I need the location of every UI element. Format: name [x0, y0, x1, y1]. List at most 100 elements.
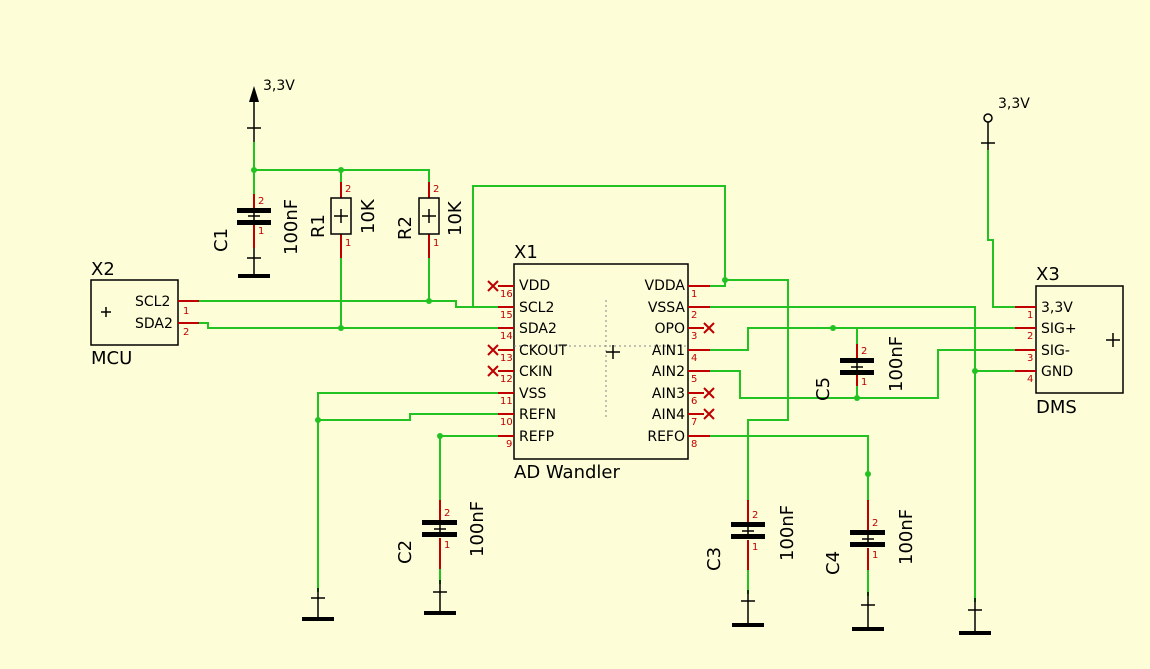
wire-refn: [318, 413, 498, 421]
pin-number: 7: [691, 417, 697, 428]
c2-value: 100nF: [467, 501, 488, 557]
pin-number: 2: [1027, 331, 1033, 342]
no-connect-icon: [703, 387, 715, 399]
vcc-right-symbol: 3,3V: [981, 96, 1030, 150]
wire-refo: [710, 435, 869, 500]
ic-x1-ad-wandler: X1 AD Wandler VDD SCL2 SDA2 CKOUT CKIN V…: [487, 242, 715, 483]
junction-dot: [854, 395, 860, 401]
junction-dot: [338, 325, 344, 331]
no-connect-icon: [487, 365, 499, 377]
x3-pin-label: GND: [1041, 364, 1073, 380]
x1-pin-label-ain3: AIN3: [652, 386, 685, 402]
x2-value: MCU: [91, 348, 132, 369]
c3-value: 100nF: [777, 505, 798, 561]
x1-pin-label-refn: REFN: [519, 407, 556, 423]
no-connect-icon: [487, 344, 499, 356]
pin-number: 14: [500, 331, 513, 342]
x3-value: DMS: [1036, 397, 1077, 418]
x1-pin-label-opo: OPO: [655, 321, 685, 337]
wire-ain2: [710, 349, 1015, 399]
c5-ref: C5: [813, 377, 834, 401]
wires: [199, 142, 1015, 602]
pin-number: 4: [1027, 374, 1033, 385]
wire-scl: [199, 300, 498, 308]
wire-top-loop: [472, 185, 726, 307]
x1-pin-label-refp: REFP: [519, 429, 554, 445]
connector-x2-mcu: X2 MCU SCL2 SDA2 1 2: [90, 259, 199, 369]
pin-number: 8: [691, 439, 697, 450]
x3-pin-label: SIG-: [1041, 343, 1070, 359]
r2-ref: R2: [395, 216, 416, 240]
pin-number: 1: [752, 542, 758, 553]
connector-x3-dms: X3 DMS 3,3V SIG+ SIG- GND 1 2 3 4: [1015, 264, 1124, 418]
x1-pin-label-ckin: CKIN: [519, 364, 553, 380]
wire-c5-top: [833, 327, 858, 344]
resistor-r2: 2 1 R2 10K: [395, 182, 466, 258]
pin-number: 2: [183, 327, 189, 338]
ground-symbols: [238, 248, 991, 635]
junctions: [251, 167, 978, 477]
junction-dot: [972, 368, 978, 374]
pin-number: 1: [258, 226, 264, 237]
x1-pin-label-ckout: CKOUT: [519, 343, 567, 359]
ground-c2: [424, 580, 456, 615]
junction-dot: [437, 433, 443, 439]
pin-number: 6: [691, 396, 697, 407]
wire-ain1: [710, 327, 1015, 351]
ground-x3: [959, 598, 991, 635]
pin-number: 1: [345, 238, 351, 249]
wire-vss: [317, 392, 498, 592]
no-connect-icon: [703, 322, 715, 334]
vcc-right-label: 3,3V: [998, 96, 1030, 112]
ground-vss: [302, 588, 334, 621]
vcc-left-symbol: 3,3V: [247, 78, 295, 142]
capacitor-c2: 2 1 C2 100nF: [395, 500, 488, 569]
capacitor-c3: 2 1 C3 100nF: [704, 500, 798, 571]
pin-number: 5: [691, 374, 697, 385]
pin-number: 9: [506, 439, 512, 450]
x3-ref: X3: [1036, 264, 1060, 285]
r2-value: 10K: [445, 200, 466, 236]
pin-number: 15: [500, 310, 513, 321]
x1-pin-label-scl2: SCL2: [519, 300, 554, 316]
pin-number: 16: [500, 289, 513, 300]
wire-vssa: [710, 306, 976, 602]
x1-pin-label-vdd: VDD: [519, 278, 550, 294]
x2-pin-label: SDA2: [135, 316, 173, 332]
wire-sda: [199, 322, 498, 329]
pin-number: 1: [691, 289, 697, 300]
ground-c3: [732, 590, 764, 627]
pin-number: 1: [444, 540, 450, 551]
junction-dot: [722, 277, 728, 283]
ground-c4: [852, 592, 884, 631]
x1-pin-label-vss: VSS: [519, 386, 546, 402]
pin-number: 1: [861, 377, 867, 388]
capacitor-c4: 2 1 C4 100nF: [823, 500, 917, 575]
pin-number: 1: [872, 550, 878, 561]
wire-refp: [439, 435, 498, 500]
pin-number: 1: [1027, 310, 1033, 321]
pin-number: 2: [433, 184, 439, 195]
junction-dot: [251, 167, 257, 173]
no-connect-icon: [703, 408, 715, 420]
c1-value: 100nF: [281, 199, 302, 255]
x1-pin-label-sda2: SDA2: [519, 321, 557, 337]
x3-pin-label: SIG+: [1041, 321, 1077, 337]
x1-value: AD Wandler: [514, 462, 620, 483]
junction-dot: [865, 471, 871, 477]
pin-number: 2: [345, 184, 351, 195]
c3-ref: C3: [704, 547, 725, 571]
c2-ref: C2: [395, 540, 416, 564]
x2-pin-label: SCL2: [135, 294, 170, 310]
x1-pin-label-refo: REFO: [647, 429, 685, 445]
pin-number: 11: [500, 396, 513, 407]
junction-dot: [315, 417, 321, 423]
pin-number: 1: [433, 238, 439, 249]
x1-pin-label-ain1: AIN1: [652, 343, 685, 359]
pin-number: 2: [861, 346, 867, 357]
pin-number: 2: [444, 508, 450, 519]
x1-pin-label-vssa: VSSA: [648, 300, 686, 316]
capacitor-c1: 2 1 C1 100nF: [211, 194, 302, 255]
junction-dot: [426, 298, 432, 304]
